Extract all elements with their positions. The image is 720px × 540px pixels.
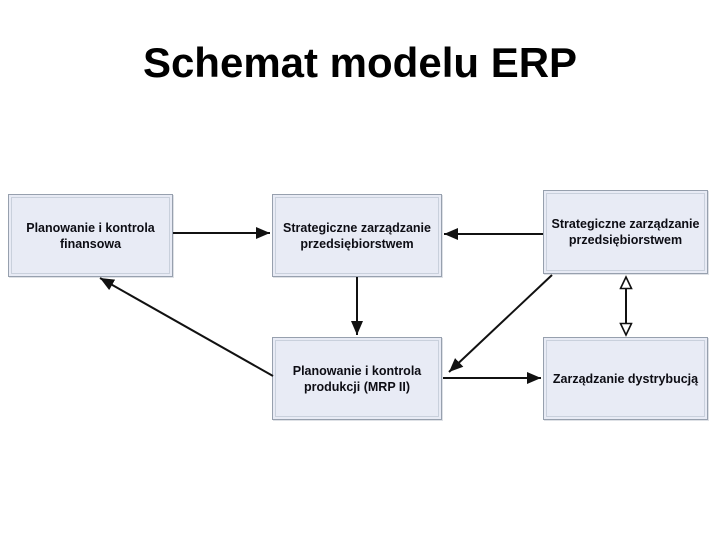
arrow-strategic-right-to-production [448,274,553,373]
node-label: Zarządzanie dystrybucją [552,371,699,386]
diagram-node-distribution: Zarządzanie dystrybucją [543,337,708,420]
node-label: Planowanie i kontrola finansowa [26,220,155,251]
diagram-node-production-mrp2: Planowanie i kontrola produkcji (MRP II) [272,337,442,420]
node-label: Strategiczne zarządzanie przedsiębiorstw… [283,220,431,251]
node-label: Strategiczne zarządzanie przedsiębiorstw… [551,217,700,247]
node-label: Planowanie i kontrola produkcji (MRP II) [292,363,422,394]
diagram-node-strategic-management-left: Strategiczne zarządzanie przedsiębiorstw… [272,194,442,277]
slide-title: Schemat modelu ERP [142,39,578,86]
diagram-node-finance: Planowanie i kontrola finansowa [8,194,173,277]
arrow-production-to-finance [99,277,274,377]
diagram-node-strategic-management-right: Strategiczne zarządzanie przedsiębiorstw… [543,190,708,274]
